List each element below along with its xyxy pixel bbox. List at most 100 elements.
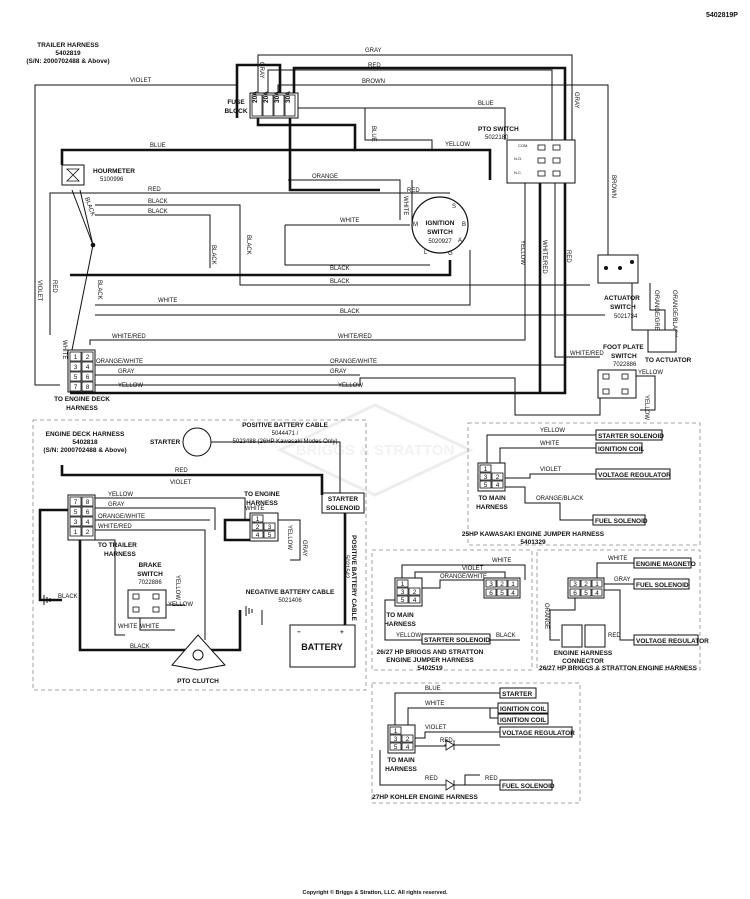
- epin-1: 1: [256, 516, 260, 523]
- bj-r-4: 4: [511, 590, 515, 597]
- ko-pin-3: 3: [394, 736, 398, 743]
- trailer-harness-sn: (S/N: 2000702488 & Above): [26, 58, 109, 65]
- bs-engine-box: [536, 549, 701, 671]
- wire-label-black-7: BLACK: [340, 309, 360, 315]
- cpin-8: 8: [86, 384, 90, 391]
- pos-cable-name: POSITIVE BATTERY CABLE: [242, 422, 328, 429]
- fuse-4: 30A: [285, 91, 292, 103]
- dw-gray: GRAY: [108, 502, 125, 508]
- dw-white-2: WHITE: [140, 624, 159, 630]
- wire-label-yellow-fp: YELLOW: [638, 370, 663, 376]
- wire-label-white-pto: WHITE/RED: [541, 240, 547, 274]
- engine-deck-box: [32, 419, 367, 691]
- ko-out-1: IGNITION COIL: [500, 706, 546, 713]
- bj-black: BLACK: [496, 633, 516, 639]
- bj-violet: VIOLET: [462, 566, 484, 572]
- bj-yellow: YELLOW: [396, 633, 421, 639]
- kpin-2: 2: [496, 474, 500, 481]
- foot-plate-name-2: SWITCH: [611, 353, 637, 360]
- ko-violet: VIOLET: [425, 725, 447, 731]
- wire-label-gray-right: GRAY: [573, 92, 579, 109]
- be-title: 26/27 HP BRIGGS & STRATTON ENGINE HARNES…: [539, 665, 698, 672]
- wire-label-whitered: WHITE/RED: [112, 334, 146, 340]
- bj-starter-sol: STARTER SOLENOID: [424, 637, 490, 644]
- kw-out-2: VOLTAGE REGULATOR: [598, 472, 671, 479]
- ignition-switch: IGNITION SWITCH 5020927 S M B A L G: [411, 196, 469, 257]
- ign-term-l: L: [424, 250, 428, 256]
- ko-out-4: FUEL SOLENOID: [502, 783, 555, 790]
- cpin-7: 7: [74, 384, 78, 391]
- be-gray: GRAY: [614, 577, 631, 583]
- actuator-name-2: SWITCH: [610, 304, 636, 311]
- wire-label-black-hm2: BLACK: [96, 280, 102, 300]
- fuse-block-label-1: FUSE: [227, 99, 245, 106]
- dw-gray-r: GRAY: [301, 540, 307, 557]
- page-id: 5402819P: [706, 12, 738, 19]
- kpin-1: 1: [484, 466, 488, 473]
- ign-term-a: A: [458, 238, 462, 244]
- ign-term-g: G: [448, 251, 453, 257]
- be-pin-4: 4: [595, 590, 599, 597]
- dw-yellow-bs: YELLOW: [168, 602, 193, 608]
- ko-out-0: STARTER: [502, 691, 533, 698]
- wire-label-red-top: RED: [368, 63, 381, 69]
- brake-switch: BRAKE SWITCH 7022886: [127, 562, 167, 619]
- pos-cable-part-1: 5044471 /: [272, 431, 299, 437]
- fuse-block-label-2: BLOCK: [224, 108, 247, 115]
- wire-label-violet-top: VIOLET: [130, 78, 152, 84]
- wire-label-ow-2: ORANGE/WHITE: [330, 359, 377, 365]
- be-conn-1: ENGINE HARNESS: [554, 650, 613, 657]
- pos-cable-vpart: 5021542: [343, 555, 349, 579]
- wire-label-white-2: WHITE: [158, 298, 177, 304]
- kohler-box: [371, 682, 581, 804]
- to-engine-2: HARNESS: [246, 500, 278, 507]
- wire-label-brown-right: BROWN: [610, 175, 616, 198]
- be-white: WHITE: [608, 556, 627, 562]
- brake-name-2: SWITCH: [137, 571, 163, 578]
- dw-black-bottom: BLACK: [130, 644, 150, 650]
- cpin-5: 5: [74, 374, 78, 381]
- wire-label-violet-left: VIOLET: [36, 280, 42, 302]
- bj-ow: ORANGE/WHITE: [440, 574, 487, 580]
- actuator-name-1: ACTUATOR: [604, 295, 640, 302]
- kpin-4: 4: [496, 482, 500, 489]
- wire-label-black-1: BLACK: [148, 199, 168, 205]
- neg-cable-part: 5021406: [278, 598, 302, 604]
- dw-yellow-r: YELLOW: [286, 525, 292, 550]
- kw-title: 25HP KAWASAKI ENGINE JUMPER HARNESS: [462, 531, 605, 538]
- hourmeter-part: 5100996: [100, 177, 124, 183]
- be-orange: ORANGE: [543, 603, 549, 629]
- ko-title: 27HP KOHLER ENGINE HARNESS: [372, 794, 478, 801]
- wire-label-whitered-fp: WHITE/RED: [570, 351, 604, 357]
- dpin-8: 8: [86, 499, 90, 506]
- hourmeter-name: HOURMETER: [93, 168, 135, 175]
- trailer-harness-title: TRAILER HARNESS: [37, 42, 99, 49]
- dpin-2: 2: [86, 529, 90, 536]
- bj-r-2: 2: [500, 581, 504, 588]
- pto-com: COM.: [518, 143, 528, 148]
- to-trailer-2: HARNESS: [104, 551, 136, 558]
- dw-ow: ORANGE/WHITE: [98, 514, 145, 520]
- bj-title-2: ENGINE JUMPER HARNESS: [386, 657, 474, 664]
- bj-pin-4: 4: [413, 597, 417, 604]
- brake-part: 7022886: [138, 580, 162, 586]
- ko-pin-5: 5: [394, 744, 398, 751]
- fuse-3: 30A: [274, 91, 281, 103]
- deck-connector-8pin: 7 8 5 6 3 4 1 2 TO TRAILER HARNESS: [67, 494, 137, 558]
- be-out-1: FUEL SOLENOID: [636, 582, 689, 589]
- ign-term-b: B: [462, 222, 466, 228]
- kw-out-0: STARTER SOLENOID: [598, 433, 664, 440]
- bs-jumper-box: [371, 549, 533, 671]
- to-engine-connector: TO ENGINE HARNESS 1 2 3 4 5: [244, 491, 280, 542]
- ko-red-2: RED: [425, 776, 438, 782]
- ko-blue: BLUE: [425, 686, 441, 692]
- dw-yellow-1: YELLOW: [108, 492, 133, 498]
- fuse-2: 20A: [263, 91, 270, 103]
- epin-3: 3: [268, 524, 272, 531]
- bj-pin-2: 2: [413, 589, 417, 596]
- pto-switch: PTO SWITCH 5022180 COM. N.O. N.C.: [478, 126, 576, 184]
- wire-label-whitered-2: WHITE/RED: [338, 334, 372, 340]
- pto-switch-part: 5022180: [485, 135, 509, 141]
- wire-label-white-ign: WHITE: [340, 218, 359, 224]
